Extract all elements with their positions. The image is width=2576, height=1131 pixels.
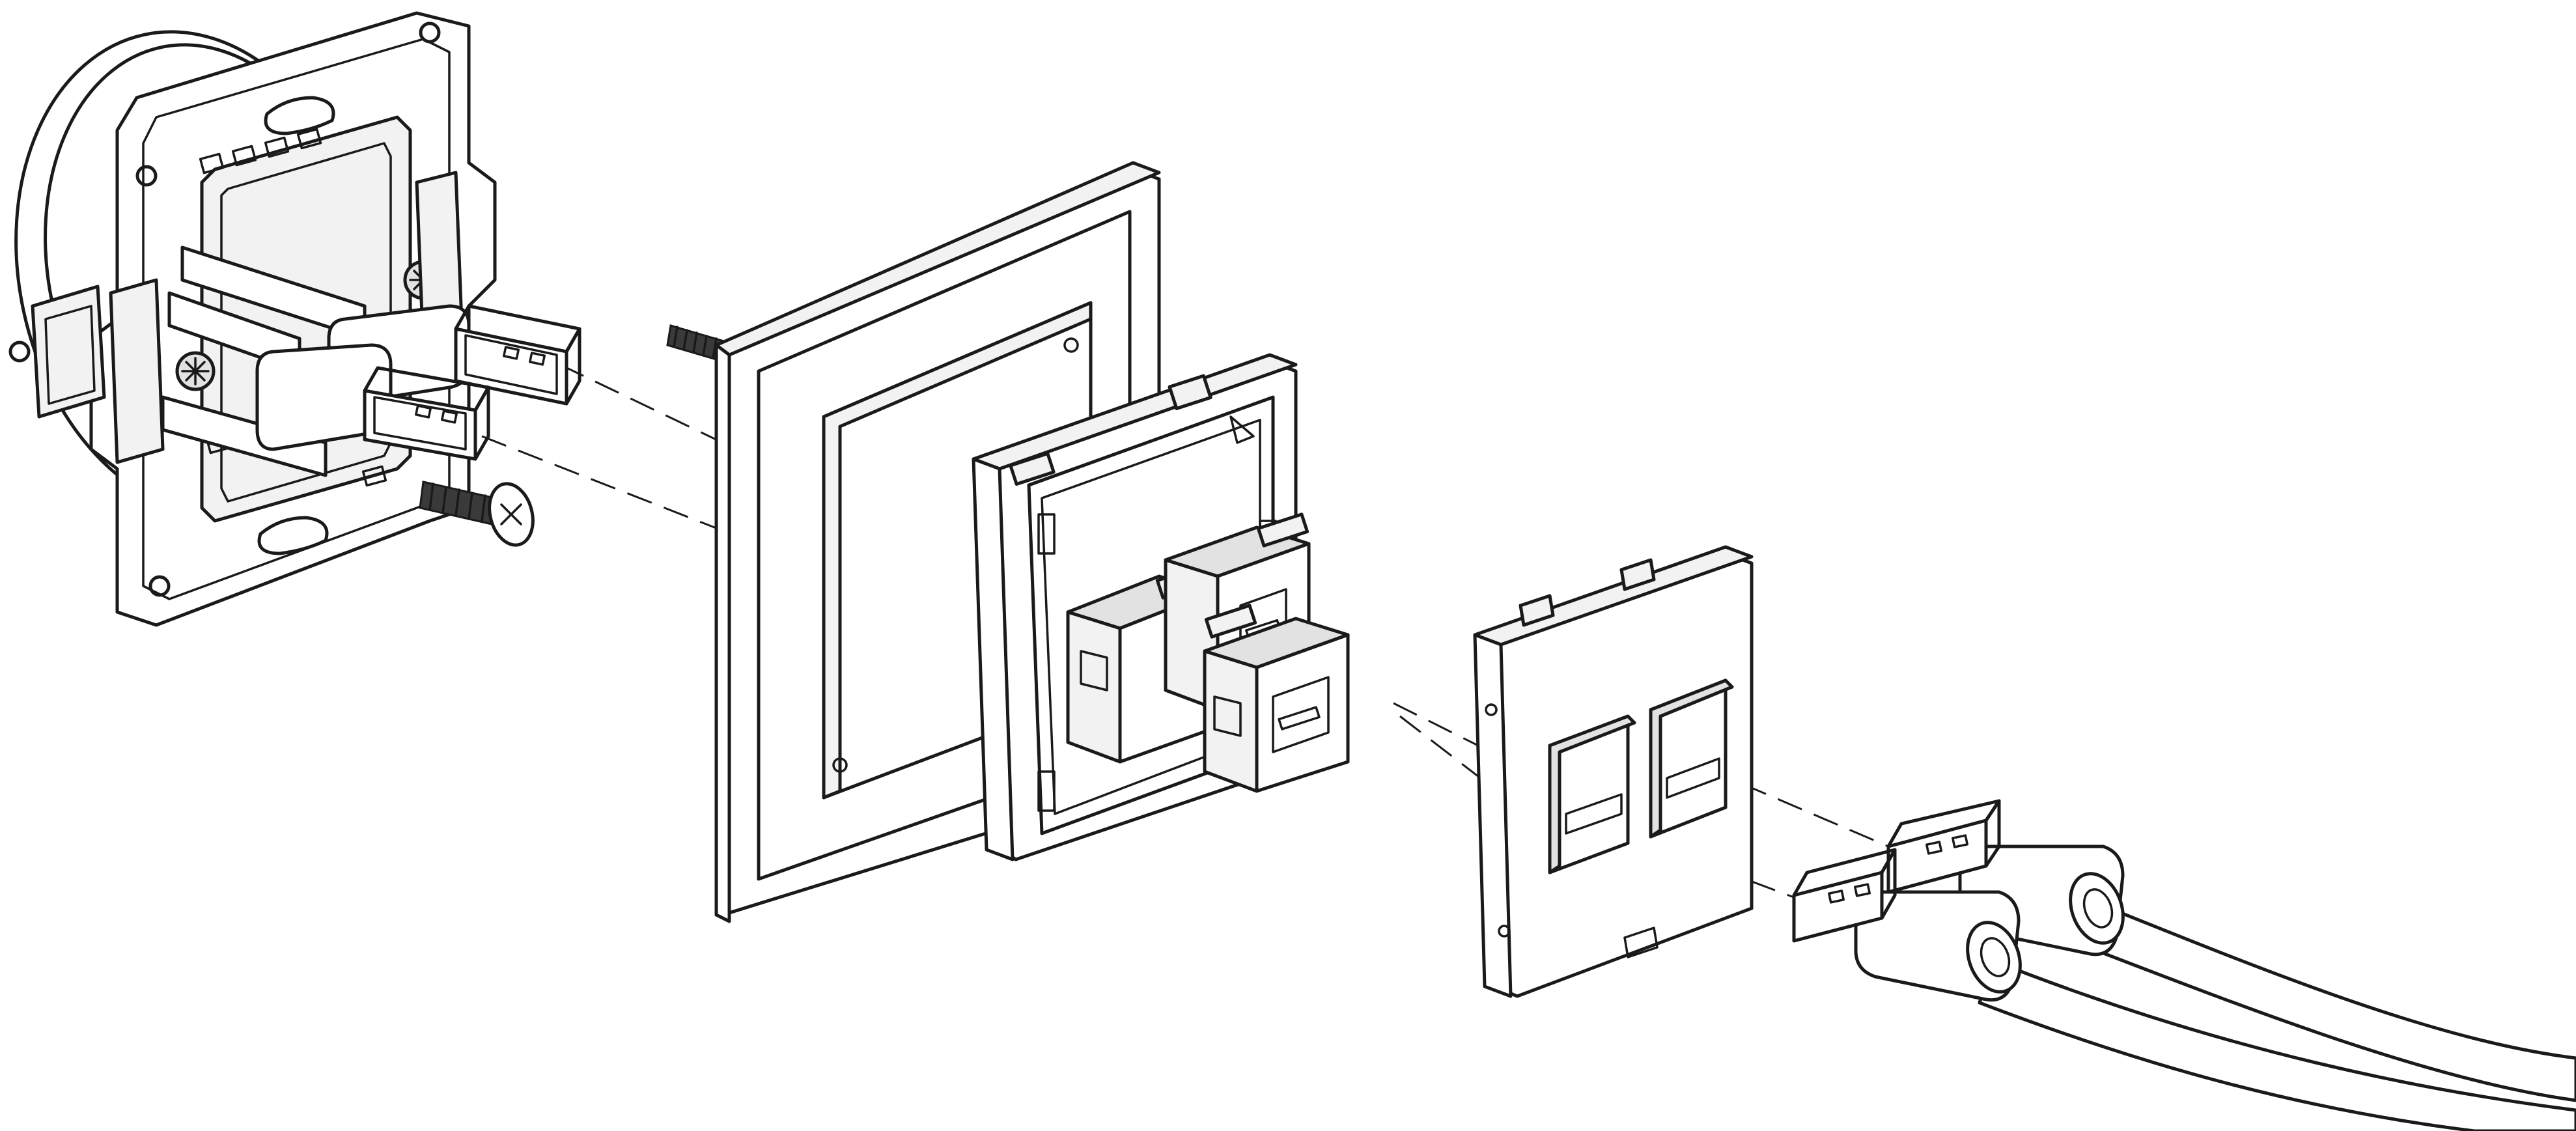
usb-cable-lower: [1792, 848, 2576, 1131]
keystone-coupler-3: [1203, 604, 1350, 793]
usb-plug-lower-rear: [255, 343, 490, 461]
fixing-screw-bottom: [419, 481, 535, 547]
face-plate: [1473, 545, 1754, 998]
fixing-screw-top: [666, 324, 727, 363]
